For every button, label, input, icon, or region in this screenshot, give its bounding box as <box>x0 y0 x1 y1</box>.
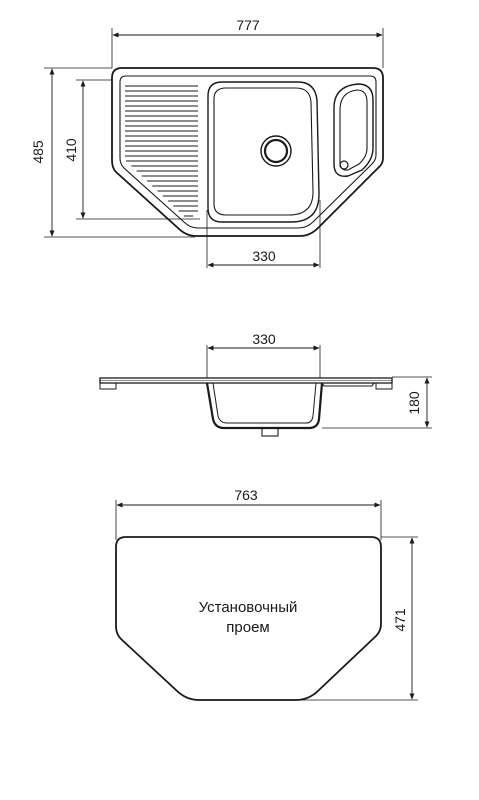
cutout-caption-line2: проем <box>226 619 269 636</box>
rim-left-lip <box>99 382 117 390</box>
drain-inner-icon <box>263 138 289 164</box>
sink-outline <box>111 67 384 237</box>
top-view <box>44 28 384 268</box>
depth-485-label: 485 <box>30 140 46 164</box>
main-bowl-inner <box>213 87 314 216</box>
side-compartment-profile <box>321 382 375 387</box>
cutout-width-763-label: 763 <box>234 487 258 503</box>
cutout-caption-line1: Установочный <box>199 599 298 616</box>
bowl-width-330-label: 330 <box>252 248 276 264</box>
sink-inner-rim <box>119 75 377 229</box>
cutout-view-labels: 763 471 Установочный проем <box>199 487 408 636</box>
side-bowl-width-330-label: 330 <box>252 331 276 347</box>
side-view <box>99 345 432 437</box>
drain-outer-icon <box>260 135 292 167</box>
cutout-view <box>115 500 418 701</box>
top-view-labels: 777 485 410 330 <box>30 17 276 264</box>
rim-right-lip <box>375 382 393 390</box>
bowl-depth-180-label: 180 <box>406 391 422 415</box>
width-777-label: 777 <box>236 17 260 33</box>
side-bowl-outer <box>333 83 374 177</box>
drainer-ribs <box>125 85 198 217</box>
side-bowl-inner <box>339 89 368 171</box>
drain-outlet-icon <box>261 427 279 437</box>
cutout-depth-471-label: 471 <box>392 608 408 632</box>
main-bowl-outer <box>207 81 320 223</box>
cutout-outline <box>115 536 382 701</box>
depth-410-label: 410 <box>63 138 79 162</box>
bowl-profile-inner <box>212 382 317 424</box>
side-view-labels: 330 180 <box>252 331 422 415</box>
overflow-hole-icon <box>339 160 349 170</box>
bowl-profile-outer <box>205 382 324 430</box>
